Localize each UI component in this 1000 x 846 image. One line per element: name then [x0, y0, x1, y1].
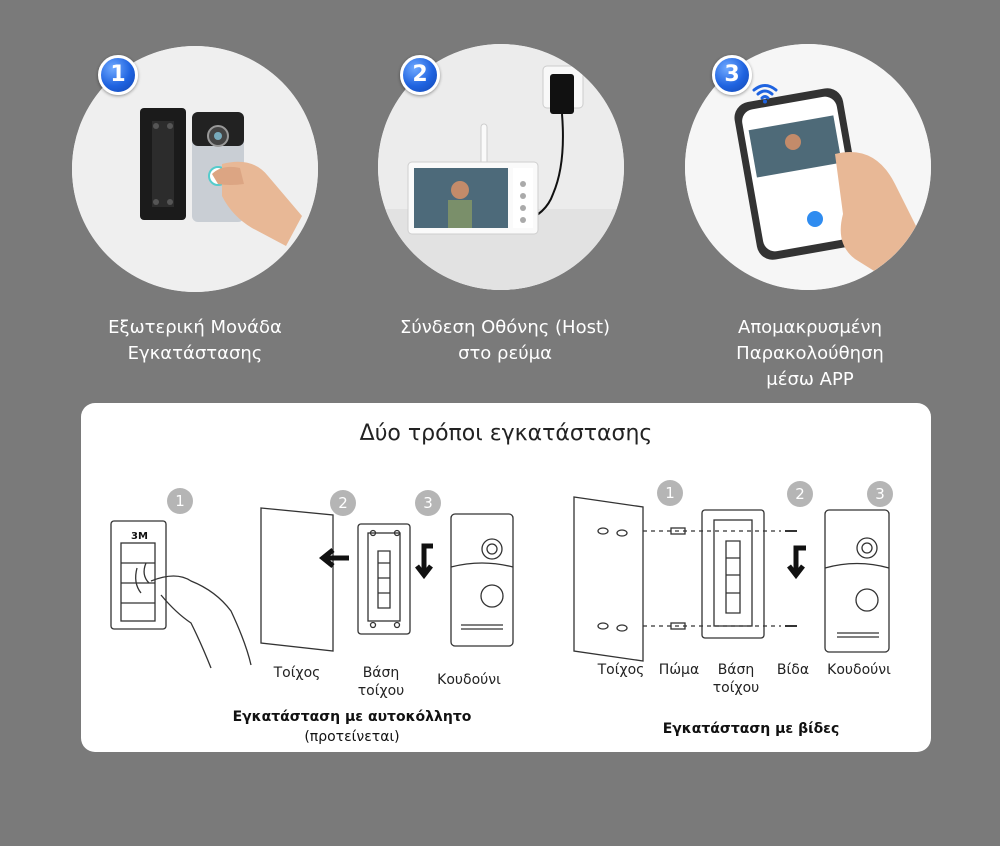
method-screws: Εγκατάσταση με βίδες	[662, 721, 840, 737]
label-wall-base: Βάση τοίχου	[357, 665, 405, 699]
left-step-3: 3	[415, 490, 441, 516]
right-step-2: 2	[787, 481, 813, 507]
right-step-1: 1	[657, 480, 683, 506]
arrow-down-icon	[787, 545, 806, 580]
label-wall: Τοίχος	[597, 662, 645, 678]
panel-title: Δύο τρόποι εγκατάστασης	[359, 421, 653, 446]
method-adhesive: Εγκατάσταση με αυτοκόλλητο (προτείνεται)	[232, 709, 472, 745]
step-3-caption: Απομακρυσμένη Παρακολούθηση μέσω APP	[736, 317, 884, 390]
label-doorbell: Κουδούνι	[437, 672, 501, 688]
label-plug: Πώμα	[658, 662, 700, 678]
step-1-badge: 1	[98, 55, 138, 95]
step-3: 3 Απομακρυσμένη Παρακολούθηση μέσω APP	[650, 0, 980, 400]
label-doorbell: Κουδούνι	[827, 662, 891, 678]
arrow-down-icon	[415, 543, 433, 580]
installation-methods-panel: Δύο τρόποι εγκατάστασης	[81, 403, 931, 752]
wifi-icon	[752, 84, 778, 104]
installation-diagrams: 3M	[110, 496, 890, 669]
sticker-label: 3M	[131, 531, 148, 542]
right-step-3: 3	[867, 481, 893, 507]
label-screw: Βίδα	[776, 662, 810, 678]
left-step-2: 2	[330, 490, 356, 516]
label-wall: Τοίχος	[273, 665, 321, 681]
step-1-caption: Εξωτερική Μονάδα Εγκατάστασης	[108, 317, 282, 364]
step-2-badge: 2	[400, 55, 440, 95]
arrow-left-icon	[318, 548, 349, 568]
left-step-1: 1	[167, 488, 193, 514]
label-wall-base: Βάση τοίχου	[712, 662, 760, 696]
monitor-power-photo	[378, 44, 624, 290]
step-1: 1 Εξωτερική Μονάδα Εγκατάστασης	[40, 0, 370, 400]
step-2: 2 Σύνδεση Οθόνης (Host) στο ρεύμα	[343, 0, 673, 400]
step-3-badge: 3	[712, 55, 752, 95]
phone-app-photo	[685, 44, 931, 290]
step-2-caption: Σύνδεση Οθόνης (Host) στο ρεύμα	[399, 317, 611, 364]
